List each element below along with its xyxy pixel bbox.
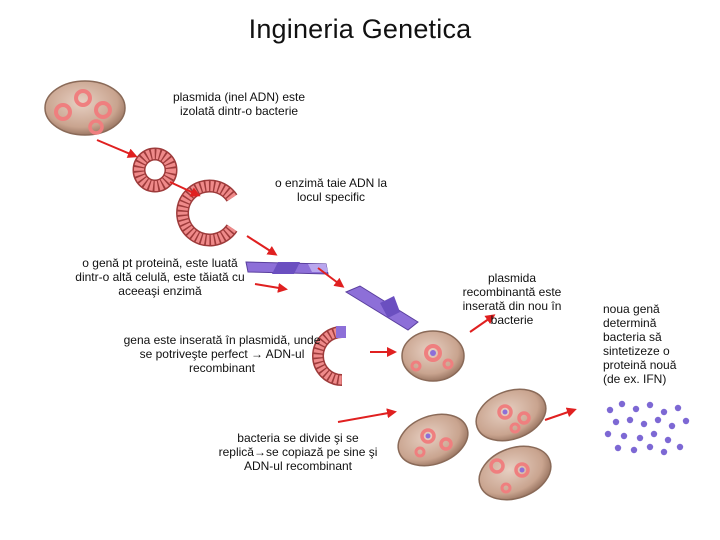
protein-dot [682,417,690,425]
step-4-caption: gena este inserată în plasmidă, unde se … [123,333,321,375]
step-5-caption: bacteria se divide şi se replică→se copi… [218,431,378,473]
protein-dot [646,401,654,409]
recombinant-plasmid-icon [312,326,346,386]
protein-dot [660,448,668,456]
page-title: Ingineria Genetica [248,14,472,44]
protein-dots-icon [604,400,690,456]
protein-dot [630,446,638,454]
protein-dot [650,430,658,438]
protein-dot [674,404,682,412]
protein-dot [664,436,672,444]
protein-dot [604,430,612,438]
gene-fragment-icon [344,285,419,331]
step-1-caption: plasmida (inel ADN) este izolată dintr-o… [172,90,306,118]
protein-dot [612,418,620,426]
protein-dot [646,443,654,451]
protein-dot [660,408,668,416]
protein-dot [676,443,684,451]
protein-dot [654,416,662,424]
bacterium-icon [401,330,465,382]
protein-dot [640,420,648,428]
protein-dot [620,432,628,440]
arrow-icon [96,139,577,423]
bacterium-icon [478,445,552,501]
protein-dot [626,416,634,424]
cut-plasmid-icon [176,179,238,247]
step-2-caption: o enzimă taie ADN la locul specific [274,176,388,204]
step-3-caption: o genă pt proteină, este luată dintr-o a… [75,256,245,298]
gene-fragment-icon [245,261,329,275]
bacterium-icon [475,388,547,442]
bacterium-icon [397,413,469,467]
protein-dot [636,434,644,442]
plasmid-ring-icon [132,147,178,193]
protein-dot [606,406,614,414]
protein-dot [614,444,622,452]
step-6-caption: plasmida recombinantă este inserată din … [462,271,562,327]
step-7-caption: noua genă determină bacteria să sintetiz… [603,302,677,386]
protein-dot [632,405,640,413]
bacterium-icon [44,80,126,136]
protein-dot [618,400,626,408]
protein-dot [668,422,676,430]
